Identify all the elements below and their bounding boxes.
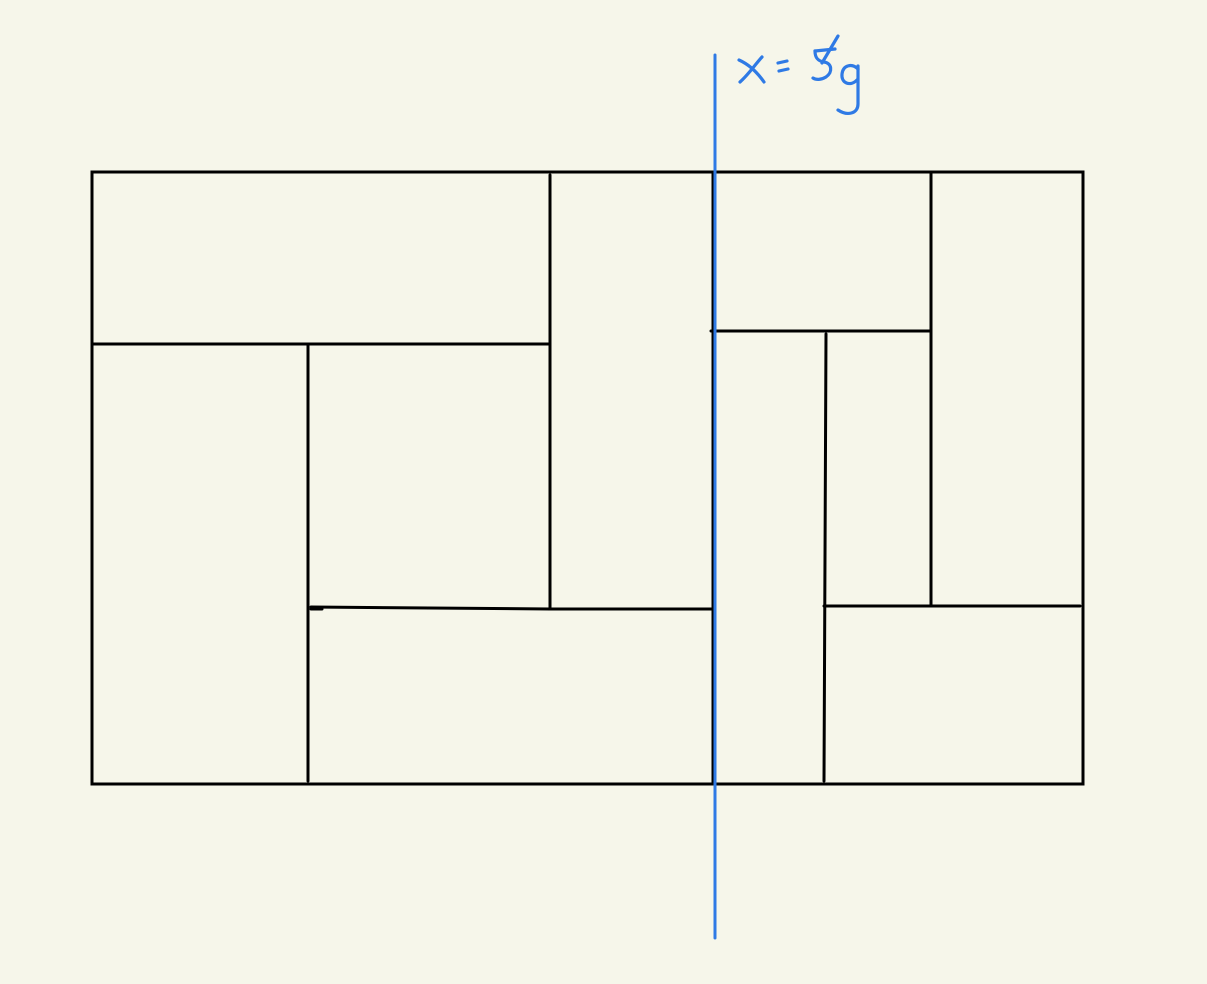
partition-h-lower-middle xyxy=(309,605,552,611)
outer-rectangle xyxy=(90,170,1085,786)
handwritten-x-equals-y-over-g-icon xyxy=(737,34,860,115)
partition-v-right-inner xyxy=(822,332,828,783)
